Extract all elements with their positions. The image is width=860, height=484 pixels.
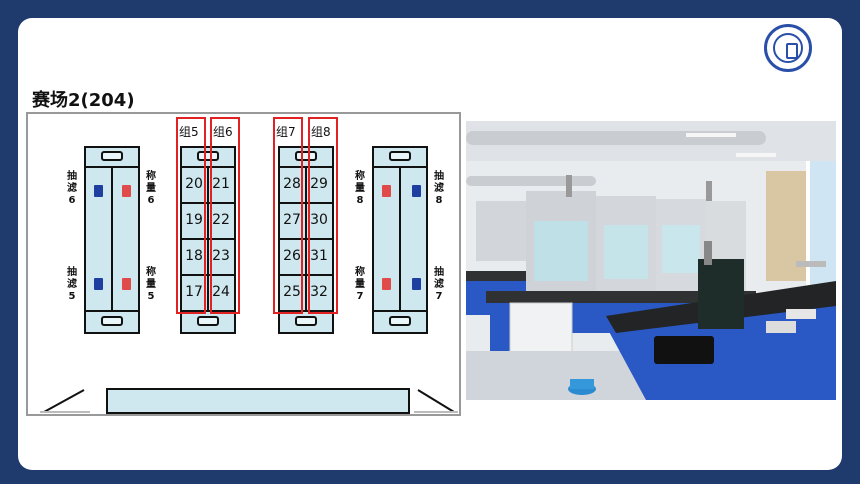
seat-number: 23	[212, 248, 230, 264]
sink-icon	[389, 316, 411, 326]
front-bench	[106, 388, 410, 414]
seat-number: 31	[310, 248, 328, 264]
blue-marker	[412, 185, 421, 197]
seat-number: 19	[185, 212, 203, 228]
group-7-label: 组7	[276, 125, 296, 139]
sink-icon	[389, 151, 411, 161]
blue-marker	[94, 278, 103, 290]
group-6-outline	[210, 117, 240, 314]
door-left-icon	[40, 389, 90, 413]
group-5-label: 组5	[179, 125, 199, 139]
logo-emblem-icon	[773, 33, 803, 63]
seat-number: 20	[185, 176, 203, 192]
red-marker	[122, 278, 131, 290]
sink-icon	[295, 316, 317, 326]
seat-number: 22	[212, 212, 230, 228]
red-marker	[382, 185, 391, 197]
door-right-icon	[414, 389, 458, 413]
seat-number: 21	[212, 176, 230, 192]
blue-marker	[94, 185, 103, 197]
seat-number: 18	[185, 248, 203, 264]
group-6-label: 组6	[213, 125, 233, 139]
seat-number: 30	[310, 212, 328, 228]
sink-icon	[295, 151, 317, 161]
sink-icon	[197, 316, 219, 326]
group-8-outline	[308, 117, 338, 314]
seat-number: 27	[283, 212, 301, 228]
sink-icon	[101, 151, 123, 161]
page-title: 赛场2(204)	[32, 90, 135, 111]
group-8-label: 组8	[311, 125, 331, 139]
group-5-outline	[176, 117, 206, 314]
sink-icon	[197, 151, 219, 161]
group-7-outline	[273, 117, 303, 314]
seat-number: 26	[283, 248, 301, 264]
seat-number: 24	[212, 284, 230, 300]
seat-number: 28	[283, 176, 301, 192]
seat-number: 17	[185, 284, 203, 300]
seat-number: 32	[310, 284, 328, 300]
lab-photo	[466, 121, 836, 400]
university-logo	[764, 24, 812, 72]
blue-marker	[412, 278, 421, 290]
red-marker	[382, 278, 391, 290]
sink-icon	[101, 316, 123, 326]
red-marker	[122, 185, 131, 197]
seat-number: 29	[310, 176, 328, 192]
seat-number: 25	[283, 284, 301, 300]
